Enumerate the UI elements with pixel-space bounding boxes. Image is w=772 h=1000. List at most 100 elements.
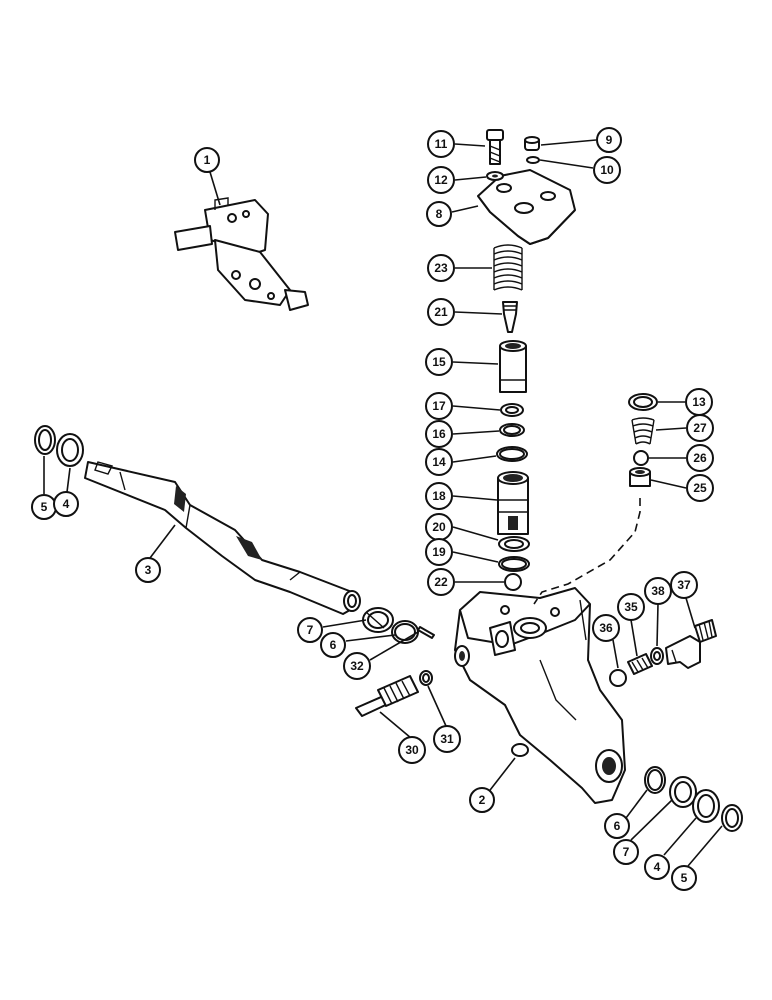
- callout-4-left: 4: [53, 491, 79, 517]
- callout-36: 36: [592, 614, 620, 642]
- callout-13: 13: [685, 388, 713, 416]
- svg-text:12: 12: [434, 173, 448, 187]
- callout-4-right: 4: [644, 854, 670, 880]
- callout-2: 2: [469, 787, 495, 813]
- callout-11: 11: [427, 130, 455, 158]
- bushing-part-7-left: [362, 607, 394, 633]
- svg-text:1: 1: [204, 153, 211, 167]
- callout-32: 32: [343, 652, 371, 680]
- svg-text:35: 35: [624, 600, 638, 614]
- callout-19: 19: [425, 538, 453, 566]
- svg-text:14: 14: [432, 455, 446, 469]
- washer-part-4-right: [692, 789, 720, 823]
- svg-text:38: 38: [651, 584, 665, 598]
- callout-31: 31: [433, 725, 461, 753]
- ring-part-13: [628, 393, 658, 411]
- ball-part-22: [504, 573, 522, 591]
- svg-text:4: 4: [654, 860, 661, 874]
- shaft-part-3: [84, 461, 361, 615]
- callout-25: 25: [686, 474, 714, 502]
- svg-text:22: 22: [434, 575, 448, 589]
- callout-9: 9: [596, 127, 622, 153]
- callout-7-right: 7: [613, 839, 639, 865]
- svg-text:17: 17: [432, 399, 446, 413]
- callout-27: 27: [686, 414, 714, 442]
- ring-part-16: [499, 423, 525, 437]
- callout-16: 16: [425, 420, 453, 448]
- seal-part-10: [526, 156, 540, 164]
- callout-17: 17: [425, 392, 453, 420]
- callout-10: 10: [593, 156, 621, 184]
- pin-part-32: [417, 626, 435, 639]
- svg-text:37: 37: [677, 578, 691, 592]
- svg-text:5: 5: [41, 500, 48, 514]
- spring-part-27: [631, 417, 655, 445]
- poppet-part-21: [502, 301, 518, 333]
- svg-text:11: 11: [435, 137, 448, 151]
- o-ring-part-6-right: [644, 766, 666, 794]
- callout-12: 12: [427, 166, 455, 194]
- cover-plate-part-8: [477, 169, 576, 245]
- callout-38: 38: [644, 577, 672, 605]
- seat-part-25: [629, 467, 651, 487]
- o-ring-part-31: [419, 670, 433, 686]
- svg-text:36: 36: [599, 621, 613, 635]
- svg-text:4: 4: [63, 497, 70, 511]
- callout-6-left: 6: [320, 632, 346, 658]
- svg-text:19: 19: [432, 545, 446, 559]
- spool-part-30: [355, 675, 419, 717]
- callout-8: 8: [426, 201, 452, 227]
- svg-text:3: 3: [145, 563, 152, 577]
- svg-text:8: 8: [436, 207, 443, 221]
- plug-part-9: [524, 136, 540, 151]
- sleeve-part-15: [499, 340, 527, 393]
- callout-7-left: 7: [297, 617, 323, 643]
- o-ring-part-38: [650, 647, 664, 665]
- o-ring-part-14: [496, 446, 528, 462]
- svg-text:18: 18: [432, 489, 446, 503]
- svg-text:15: 15: [432, 355, 446, 369]
- callout-6-right: 6: [604, 813, 630, 839]
- svg-text:5: 5: [681, 871, 688, 885]
- callout-3: 3: [135, 557, 161, 583]
- svg-text:16: 16: [432, 427, 446, 441]
- callout-18: 18: [425, 482, 453, 510]
- callout-22: 22: [427, 568, 455, 596]
- valve-assembly-part-1: [174, 197, 309, 311]
- callout-15: 15: [425, 348, 453, 376]
- callout-5-right: 5: [671, 865, 697, 891]
- assembly-path-line: [533, 498, 641, 605]
- svg-text:13: 13: [692, 395, 706, 409]
- callout-14: 14: [425, 448, 453, 476]
- spool-sleeve-part-18: [497, 471, 529, 535]
- valve-body-part-2: [454, 587, 626, 804]
- leader-lines: [43, 139, 723, 867]
- svg-text:25: 25: [693, 481, 707, 495]
- svg-text:10: 10: [600, 163, 614, 177]
- callout-26: 26: [686, 444, 714, 472]
- svg-text:7: 7: [307, 623, 314, 637]
- callout-23: 23: [427, 254, 455, 282]
- callout-37: 37: [670, 571, 698, 599]
- spring-part-35: [627, 653, 653, 675]
- washer-part-12: [486, 171, 504, 181]
- spring-part-23: [493, 244, 523, 291]
- callout-5-left: 5: [31, 494, 57, 520]
- bushing-part-7-right: [669, 776, 697, 808]
- o-ring-part-19: [498, 556, 530, 572]
- svg-text:9: 9: [606, 133, 613, 147]
- callout-35: 35: [617, 593, 645, 621]
- svg-text:26: 26: [693, 451, 707, 465]
- callout-20: 20: [425, 513, 453, 541]
- elbow-fitting-part-37: [665, 619, 717, 669]
- callout-1: 1: [194, 147, 220, 173]
- callout-21: 21: [427, 298, 455, 326]
- svg-text:32: 32: [350, 659, 364, 673]
- svg-text:23: 23: [434, 261, 448, 275]
- svg-text:27: 27: [693, 421, 707, 435]
- svg-text:21: 21: [434, 305, 448, 319]
- snap-ring-part-5-right: [721, 804, 743, 832]
- svg-text:7: 7: [623, 845, 630, 859]
- svg-text:2: 2: [479, 793, 486, 807]
